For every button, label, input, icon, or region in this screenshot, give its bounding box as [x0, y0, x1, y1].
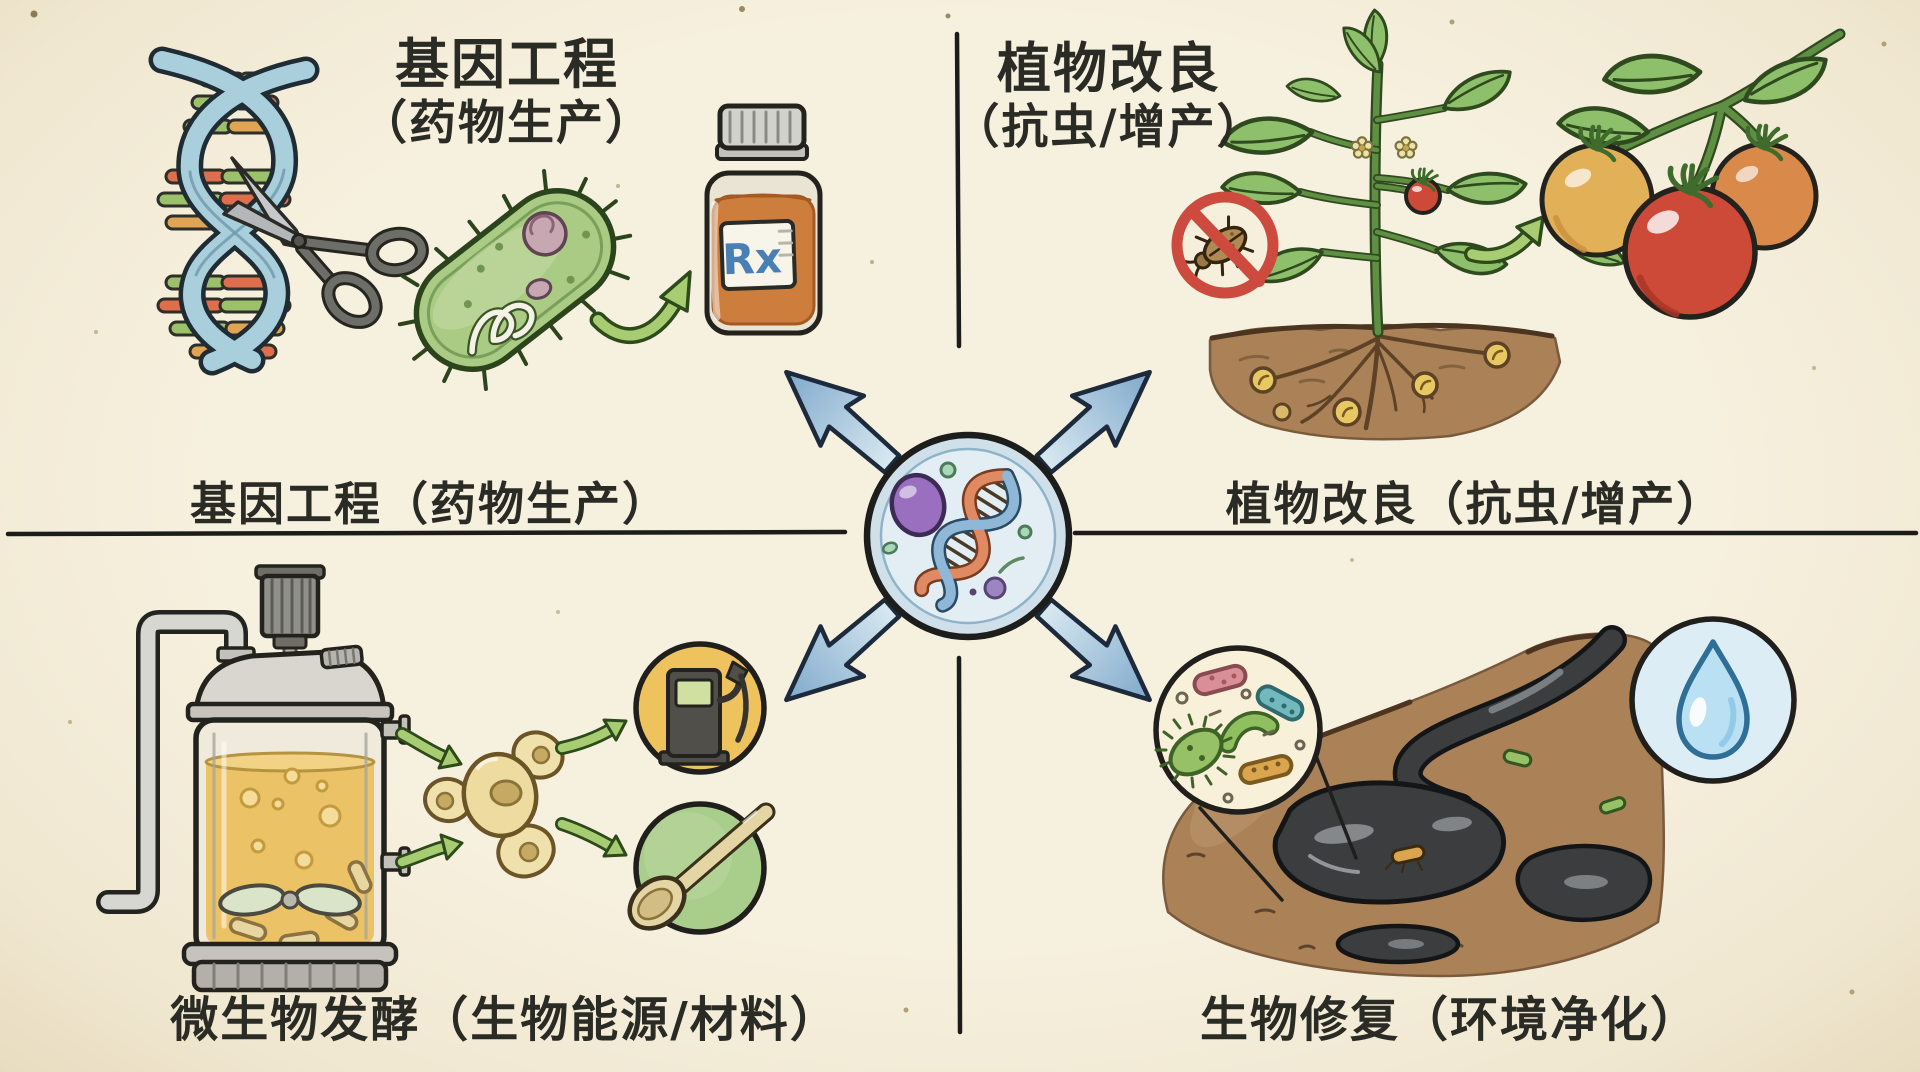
rx-label: Rx: [722, 233, 783, 284]
divider-vertical-bottom: [956, 655, 963, 1035]
tomato-plant-icon: [1218, 7, 1529, 338]
scissors-icon: [222, 156, 429, 329]
pink-microbe: [1192, 663, 1248, 697]
divider-vertical-top: [954, 31, 962, 349]
oil-degrading-microbes: [1385, 748, 1627, 873]
red-tomato: [1622, 184, 1758, 320]
heading-top-right-line2: （抗虫/增产）: [952, 100, 1266, 155]
heading-top-right: 植物改良 （抗虫/增产）: [952, 38, 1265, 156]
bottle-label: Rx: [719, 218, 797, 292]
green-arrows-yeast-to-badges: [555, 718, 628, 858]
bacterium-pili: [397, 169, 633, 391]
oil-slick: [1272, 625, 1653, 965]
biofuel-pump-badge-icon: [633, 641, 767, 775]
caption-gene-engineering: 基因工程（药物生产）: [190, 477, 670, 531]
tomatoes-icon: [1539, 28, 1846, 320]
wooden-spoon-icon: [627, 802, 776, 931]
divider-horizontal-left: [5, 529, 848, 537]
cell-dna-helix: [914, 468, 1022, 613]
soil-texture: [1238, 348, 1466, 384]
green-arrows-tank-to-yeast: [395, 727, 464, 869]
no-pest-sign-icon: [1171, 191, 1279, 299]
fuel-pump-icon: [658, 660, 749, 766]
bioreactor-lid: [185, 644, 395, 723]
broth-bubbles: [239, 767, 342, 870]
root-nodules: [1249, 341, 1511, 427]
heading-top-left: 基因工程 （药物生产）: [360, 34, 654, 152]
medicine-bottle-icon: Rx: [704, 103, 823, 336]
magnifier-leader-lines: [1198, 754, 1358, 902]
soil-roots-nodules: [1208, 322, 1562, 441]
impeller: [218, 883, 362, 917]
clean-water-droplet-badge-icon: [1629, 616, 1797, 784]
food-spoon-badge-icon: [627, 801, 776, 935]
curved-green-arrow-to-tomatoes: [1464, 215, 1545, 264]
plant-stems: [1296, 58, 1452, 338]
curved-green-arrow-to-bottle: [589, 270, 692, 344]
bioreactor-icon: [96, 564, 411, 993]
caption-microbial-fermentation: 微生物发酵（生物能源/材料）: [170, 992, 840, 1048]
bioreactor-pipe: [96, 610, 248, 914]
microbes-magnifier-icon: [1153, 645, 1358, 902]
bioreactor-base: [181, 941, 399, 993]
bacterium-plasmid: [522, 211, 568, 257]
engineered-cell-icon: [863, 431, 1073, 641]
bottle-cap-ribs: [728, 110, 792, 144]
bacterium-icon: [397, 169, 633, 391]
heading-top-left-line2: （药物生产）: [360, 96, 654, 151]
paper-speckles: [30, 6, 1887, 1013]
cell-organelles: [881, 461, 1033, 600]
quadrant-divider-lines: [5, 31, 1919, 1035]
magnifier-particles: [1175, 688, 1306, 804]
yeast-cells-icon: [423, 730, 565, 879]
heading-top-right-line1: 植物改良: [996, 37, 1221, 100]
heading-top-left-line1: 基因工程: [395, 33, 619, 96]
bioreactor-vessel: [193, 714, 411, 957]
oil-spill-soil-icon: [1162, 625, 1668, 978]
caption-bioremediation: 生物修复（环境净化）: [1199, 992, 1701, 1048]
caption-plant-improvement: 植物改良（抗虫/增产）: [1225, 477, 1725, 531]
spiky-green-microbe: [1154, 713, 1236, 789]
